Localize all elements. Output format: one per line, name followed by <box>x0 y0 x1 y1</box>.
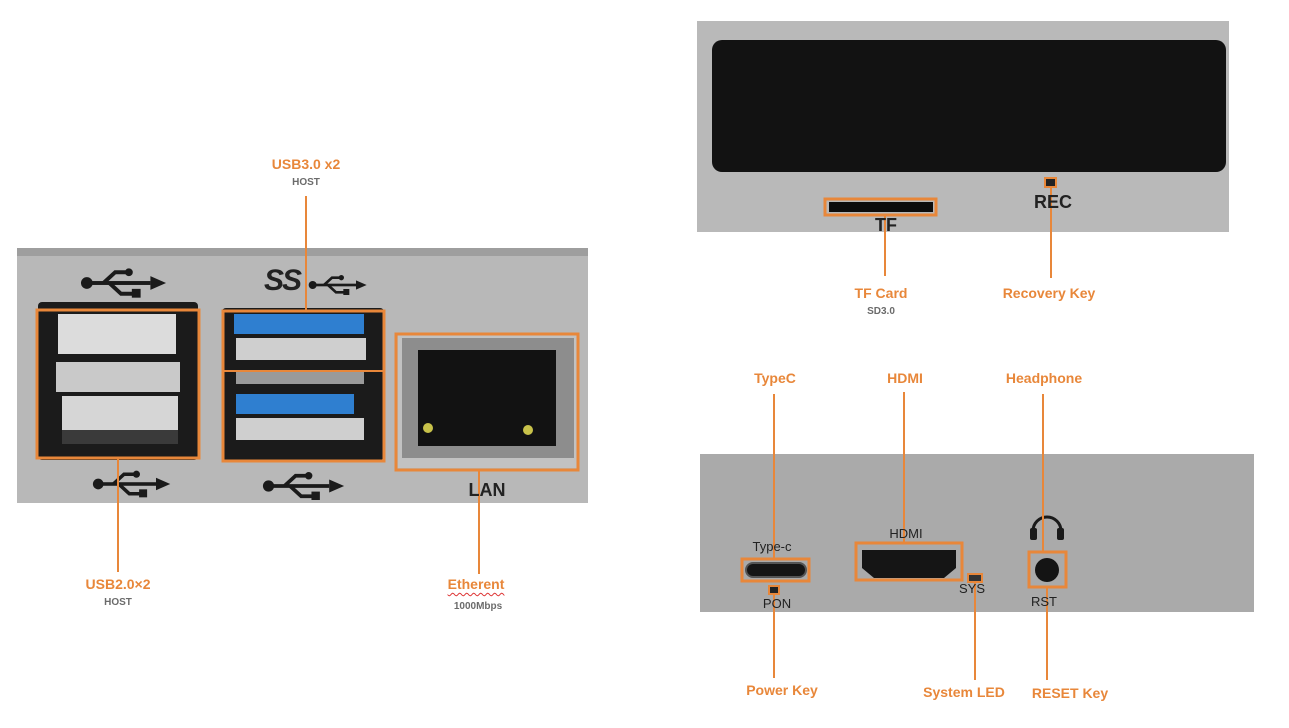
side-panel-io <box>700 454 1254 612</box>
typec-marking: Type-c <box>752 539 792 554</box>
ss-marking: SS <box>263 264 302 297</box>
lan-highlight <box>394 332 580 472</box>
headphone-icon <box>1030 515 1064 540</box>
tf-slot <box>829 202 933 212</box>
power-button <box>768 585 780 595</box>
ethernet-callout-label: Etherent <box>447 576 505 592</box>
reset-callout-label: RESET Key <box>1031 685 1109 701</box>
lan-marking: LAN <box>468 480 506 500</box>
display-window <box>712 40 1226 172</box>
usb2-port-stack <box>38 302 198 460</box>
typec-highlight <box>740 557 811 583</box>
headphone-callout-label: Headphone <box>1005 370 1083 386</box>
ethernet-callout-sub: 1000Mbps <box>453 601 503 612</box>
tf-highlight <box>823 197 938 217</box>
pon-marking: PON <box>762 596 792 611</box>
tf-callout-sub: SD3.0 <box>867 306 895 317</box>
panel-shade <box>17 248 588 256</box>
usb3-highlight <box>221 309 386 463</box>
rst-marking: RST <box>1031 594 1057 609</box>
tf-marking: TF <box>875 215 897 235</box>
usb3-callout-label: USB3.0 x2 <box>271 156 341 172</box>
usb2-callout-label: USB2.0×2 <box>85 576 151 592</box>
power-callout-label: Power Key <box>746 682 818 698</box>
rec-marking: REC <box>1033 192 1073 212</box>
hdmi-port <box>862 550 956 578</box>
recovery-callout-label: Recovery Key <box>1002 285 1096 301</box>
recovery-button <box>1044 177 1057 188</box>
tf-callout-label: TF Card <box>854 285 908 301</box>
sysled-callout-label: System LED <box>923 684 1005 700</box>
usb3-callout-sub: HOST <box>292 177 320 188</box>
hdmi-callout-label: HDMI <box>887 370 923 386</box>
hdmi-highlight <box>854 541 964 582</box>
usb2-callout-sub: HOST <box>104 597 132 608</box>
typec-port <box>745 562 807 578</box>
headphone-jack <box>1035 558 1059 582</box>
lan-port <box>398 334 578 468</box>
sys-marking: SYS <box>958 581 986 596</box>
typec-callout-label: TypeC <box>754 370 796 386</box>
usb3-port-stack <box>222 308 384 460</box>
hdmi-marking: HDMI <box>889 526 923 541</box>
